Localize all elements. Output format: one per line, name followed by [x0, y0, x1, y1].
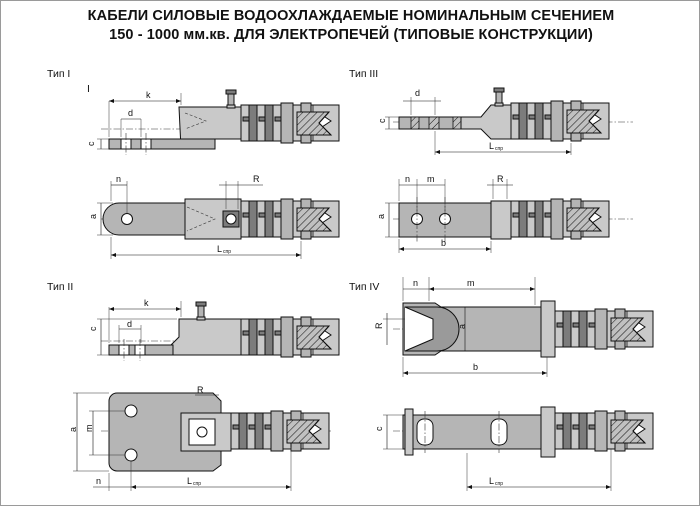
type-3-top-dimensions: n m R a b — [376, 174, 513, 253]
dim-L-sub-type1: спр — [223, 249, 231, 255]
dim-L-sub-type2: спр — [193, 481, 201, 487]
dim-L-sub-type4: спр — [495, 481, 503, 487]
dim-R-type3: R — [497, 174, 504, 184]
dim-c-type3: c — [377, 118, 387, 123]
type-3-side-view — [393, 87, 633, 142]
dim-n-type3: n — [405, 174, 410, 184]
type-4-top-view — [393, 406, 654, 458]
dim-a-type1: a — [88, 214, 98, 219]
dim-b-type4: b — [473, 362, 478, 372]
title-line-1: КАБЕЛИ СИЛОВЫЕ ВОДООХЛАЖДАЕМЫЕ НОМИНАЛЬН… — [87, 8, 615, 24]
type-2-label: Тип II — [47, 281, 74, 293]
dim-L-type1: L — [217, 244, 222, 254]
dim-c-type2: c — [88, 326, 98, 331]
dim-a-type2: a — [68, 427, 78, 432]
dim-n-type2: n — [96, 476, 101, 486]
type-3-side-dimensions: d c L спр — [377, 88, 572, 155]
type-2-side-view — [101, 301, 340, 361]
type-1-side-view — [101, 89, 340, 155]
dim-a-type4: a — [457, 324, 467, 329]
dim-R-type4: R — [374, 322, 384, 329]
dim-m-type3: m — [427, 174, 435, 184]
title-line-2: 150 - 1000 мм.кв. ДЛЯ ЭЛЕКТРОПЕЧЕЙ (ТИПО… — [109, 27, 593, 43]
dim-L-sub-type3: спр — [495, 146, 503, 152]
type-1-label: Тип I — [47, 68, 71, 80]
dim-d-type3: d — [415, 88, 420, 98]
dim-d-type1: d — [128, 108, 133, 118]
sheet-title: КАБЕЛИ СИЛОВЫЕ ВОДООХЛАЖДАЕМЫЕ НОМИНАЛЬН… — [1, 7, 700, 45]
type-3-top-view — [393, 197, 633, 243]
dim-n-type1: n — [116, 174, 121, 184]
type-1-top-dimensions: n R a L спр — [88, 174, 302, 259]
type-2-side-dimensions: k d c — [88, 298, 182, 356]
dim-R-type2: R — [197, 385, 204, 395]
type-2-top-view — [101, 392, 331, 472]
type-1-top-view — [101, 198, 340, 240]
dim-R-type1: R — [253, 174, 260, 184]
dim-L-type4: L — [489, 476, 494, 486]
dim-m-type4: m — [467, 278, 475, 288]
dim-c-type1: c — [86, 141, 96, 146]
dim-n-type4: n — [413, 278, 418, 288]
dim-k-type2: k — [144, 298, 149, 308]
type-3-label: Тип III — [349, 68, 379, 80]
type-4-side-view — [393, 300, 654, 358]
type-2-top-dimensions: a m R n L спр — [68, 385, 292, 491]
dim-a-type3: a — [376, 214, 386, 219]
dim-d-type2: d — [127, 319, 132, 329]
dim-L-type2: L — [187, 476, 192, 486]
type-1-side-dimensions: k d c — [86, 90, 182, 150]
dim-k-type1: k — [146, 90, 151, 100]
dim-b-type3: b — [441, 238, 446, 248]
type-4-label: Тип IV — [349, 281, 380, 293]
dim-L-type3: L — [489, 141, 494, 151]
dim-c-type4: c — [374, 426, 384, 431]
type-4-side-dimensions: n m R a b — [374, 277, 548, 377]
dim-m-type2: m — [84, 425, 94, 433]
type-4-top-dimensions: c L спр — [374, 414, 612, 491]
type-1-roman-mark: I — [87, 83, 90, 95]
